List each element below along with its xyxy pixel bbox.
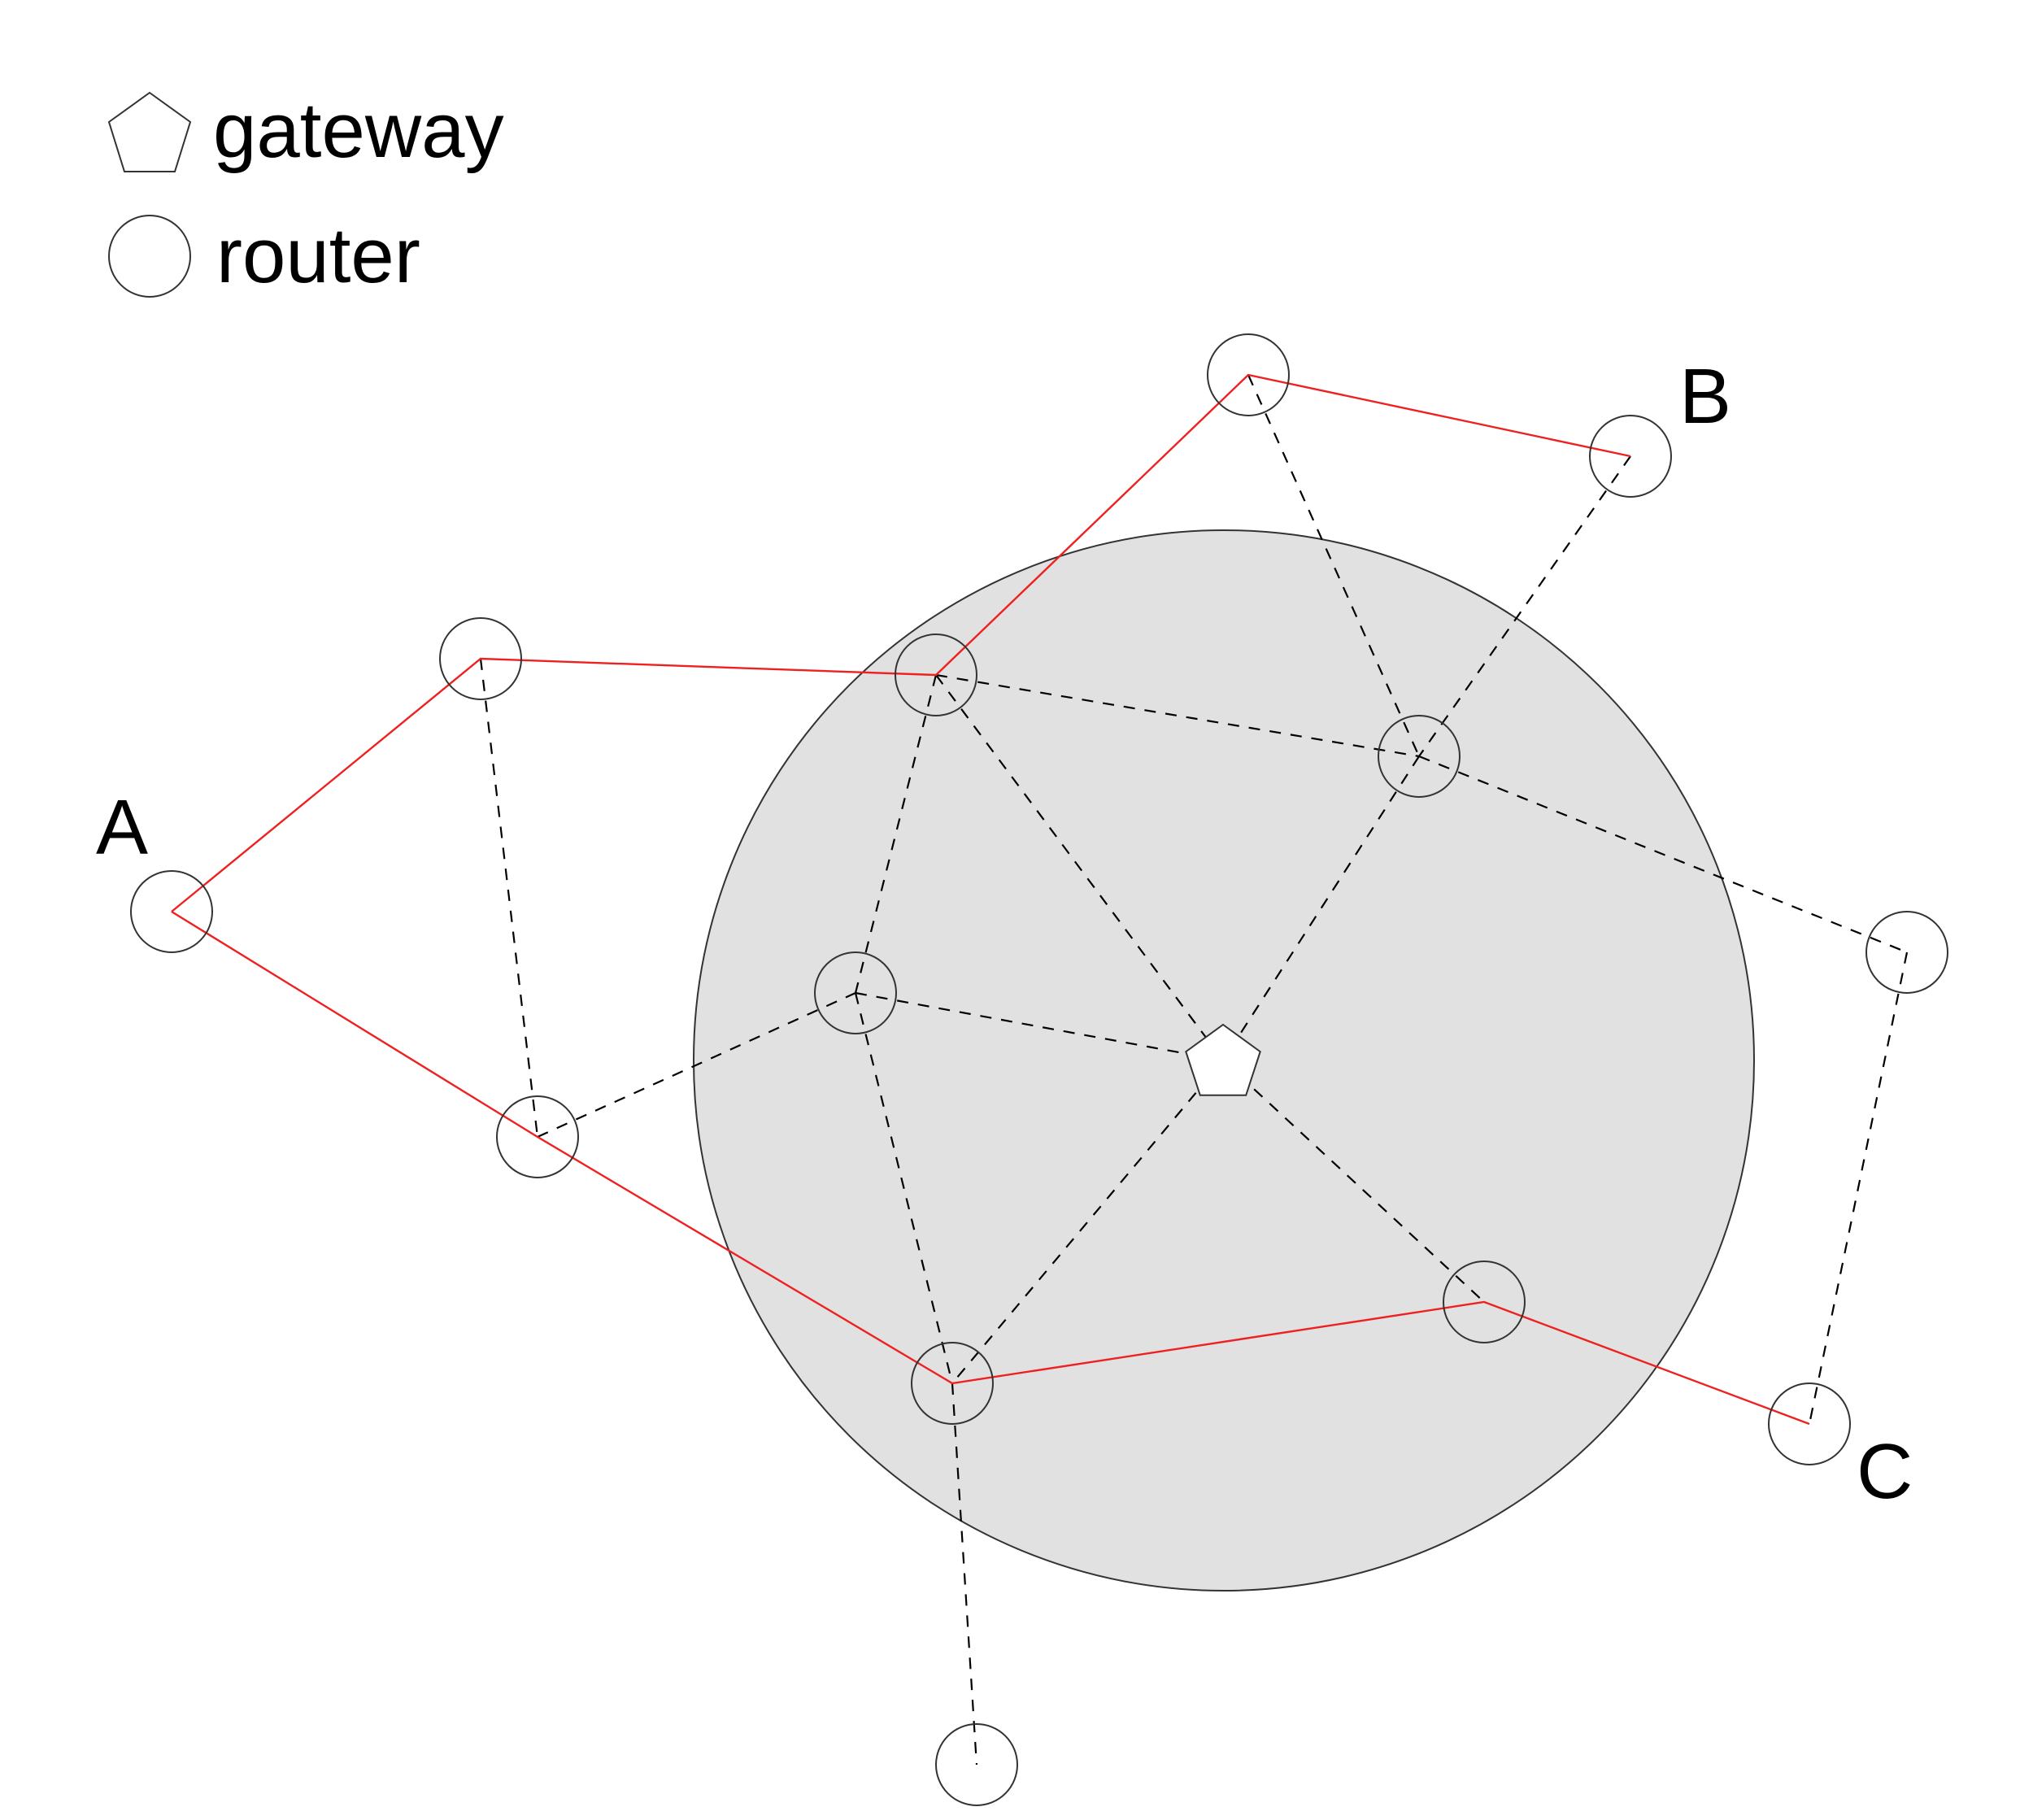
mesh-link-r3-r5 [935, 673, 1420, 758]
mesh-link-r5-r11 [1418, 755, 1908, 954]
mesh-link-r1-r2 [479, 658, 539, 1138]
router-node-c [1768, 1382, 1851, 1465]
legend-router-label: router [216, 212, 420, 299]
mesh-link-r6-r8 [854, 992, 954, 1384]
mesh-links [479, 374, 1909, 1766]
legend-gateway-icon [107, 91, 192, 172]
router-node-r8 [911, 1342, 994, 1425]
router-node-b [1589, 415, 1672, 498]
gateway-node-icon [1185, 1023, 1261, 1096]
legend: gateway router [107, 87, 504, 299]
router-node-r5 [1378, 715, 1461, 798]
router-node-r4 [1207, 333, 1290, 416]
mesh-link-r11-C [1808, 951, 1909, 1425]
label-node-a: A [96, 784, 148, 871]
router-node-r9 [1443, 1261, 1526, 1343]
routing-path-2 [171, 910, 1810, 1426]
mesh-link-gw-r9 [1222, 1060, 1485, 1303]
router-node-a [130, 870, 213, 953]
router-node-r6 [814, 951, 897, 1034]
mesh-link-gw-r8 [951, 1060, 1224, 1384]
router-node-r10 [935, 1723, 1018, 1806]
router-node-r7 [1865, 911, 1948, 994]
routing-paths [171, 373, 1810, 1426]
mesh-link-r2-r6 [537, 991, 856, 1139]
legend-router-icon [108, 215, 191, 298]
mesh-link-r8-r10 [951, 1382, 978, 1766]
router-node-r1 [439, 617, 522, 700]
mesh-link-r3-gw [935, 674, 1224, 1061]
legend-gateway-label: gateway [213, 87, 504, 174]
mesh-link-B-r5 [1418, 455, 1631, 757]
label-node-c: C [1857, 1428, 1913, 1515]
node-labels: A B C [96, 353, 1913, 1515]
network-nodes [130, 333, 1948, 1806]
mesh-link-r4-r5 [1247, 374, 1421, 757]
mesh-link-r5-gw [1222, 755, 1420, 1061]
routing-path-1 [171, 373, 1631, 912]
router-node-r3 [895, 634, 977, 716]
label-node-b: B [1679, 353, 1731, 440]
router-node-r2 [496, 1095, 579, 1178]
